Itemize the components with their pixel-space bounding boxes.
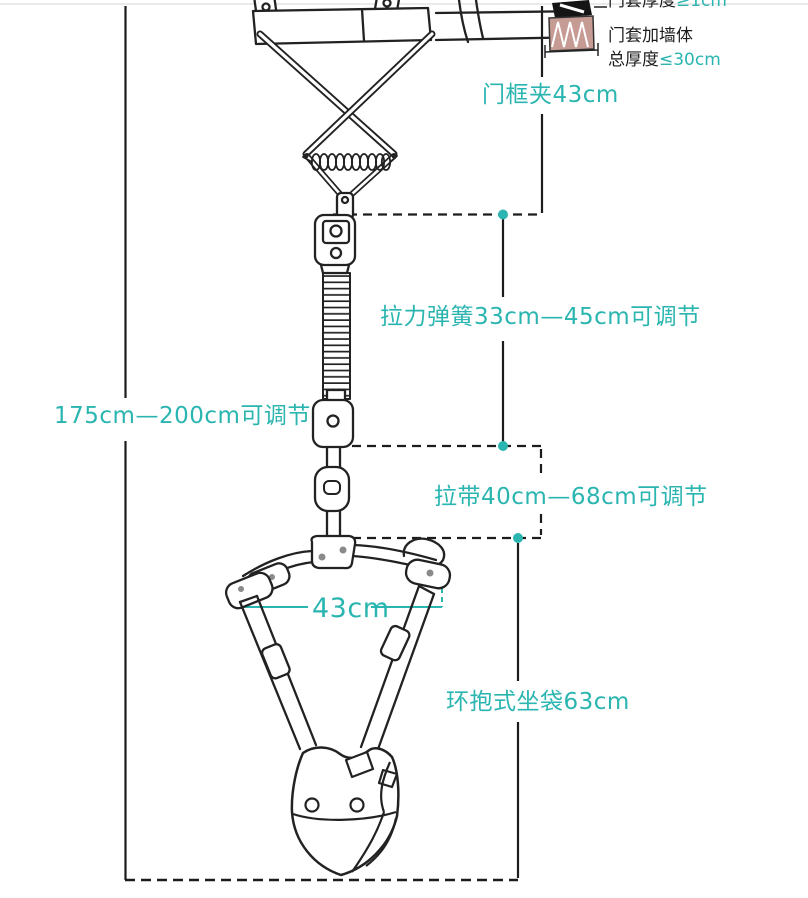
wall-inset-drawing	[544, 0, 607, 58]
label-door-casing-thickness: 门套厚度≥1cm	[608, 0, 727, 12]
harness-straps-drawing	[238, 584, 436, 754]
label-total-thickness-teal: ≤30cm	[659, 50, 721, 70]
label-total-thickness-black: 总厚度	[608, 50, 659, 70]
label-tension-spring: 拉力弹簧33cm—45cm可调节	[380, 304, 701, 330]
spreader-bar-drawing	[224, 534, 452, 610]
seat-bag-drawing	[290, 746, 400, 877]
label-door-casing-thickness-black: 门套厚度	[608, 0, 676, 11]
label-wall-note: 门套加墙体	[608, 26, 693, 46]
strap-drawing	[313, 447, 351, 540]
label-door-casing-thickness-teal: ≥1cm	[676, 0, 727, 11]
dimension-lines	[124, 6, 544, 882]
label-seat-bag: 环抱式坐袋63cm	[446, 689, 630, 715]
label-overall-height: 175cm—200cm可调节	[54, 403, 311, 429]
dimension-dots	[498, 209, 523, 543]
label-total-thickness: 总厚度≤30cm	[608, 50, 721, 71]
label-door-clamp: 门框夹43cm	[482, 82, 619, 108]
scissor-linkage-drawing	[256, 30, 436, 197]
spring-column-drawing	[311, 191, 357, 449]
label-pull-strap: 拉带40cm—68cm可调节	[434, 484, 708, 510]
door-clamp-drawing	[251, 0, 590, 46]
label-bar-width: 43cm	[312, 593, 390, 624]
